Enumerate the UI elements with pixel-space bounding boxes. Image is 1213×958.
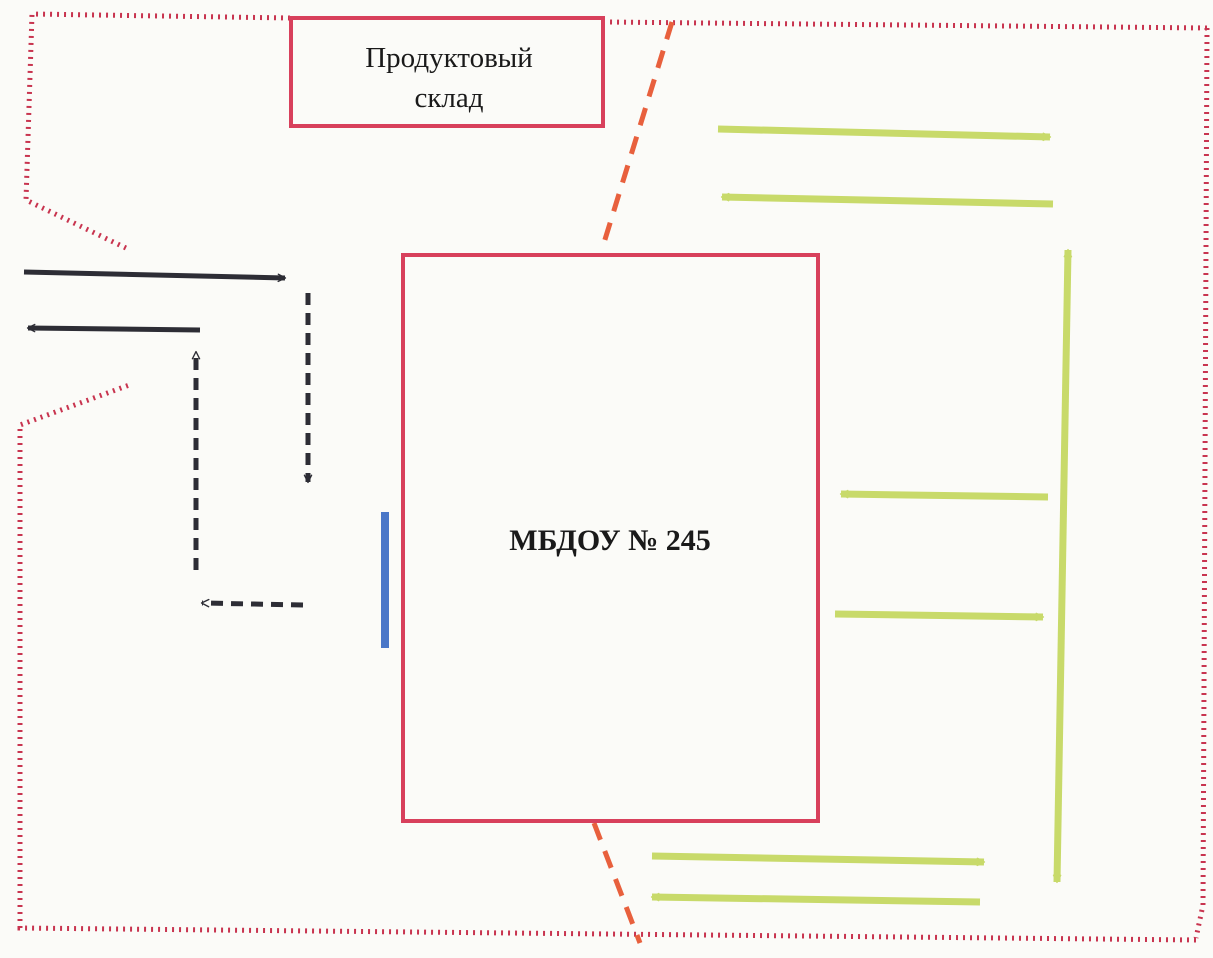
warehouse-label-line2: склад	[414, 82, 484, 114]
vehicle-exit-arrow	[26, 323, 201, 333]
vehicle-entry-arrow	[23, 269, 287, 283]
site-boundary-outline	[23, 11, 1208, 253]
warehouse-label-line1: Продуктовый	[365, 42, 533, 74]
school-building	[401, 253, 820, 823]
green-arrow-bottom-right	[651, 852, 986, 867]
gate-line-bottom	[591, 822, 643, 944]
vehicle-left-dashed-arrow	[200, 598, 304, 608]
green-arrow-top-right	[717, 125, 1052, 142]
green-arrow-bottom-left	[650, 892, 981, 906]
gate-line-top	[600, 21, 675, 247]
school-label: МБДОУ № 245	[509, 524, 711, 557]
warehouse-box	[289, 16, 605, 128]
site-boundary-right	[1193, 27, 1210, 939]
warehouse-label: Продуктовый склад	[296, 38, 602, 118]
green-arrow-top-left	[720, 192, 1054, 208]
green-double-arrow-vertical	[1052, 248, 1073, 884]
green-arrow-middle-right	[834, 610, 1045, 622]
site-boundary-bottom	[17, 381, 1197, 943]
green-arrow-middle-left	[839, 489, 1049, 501]
